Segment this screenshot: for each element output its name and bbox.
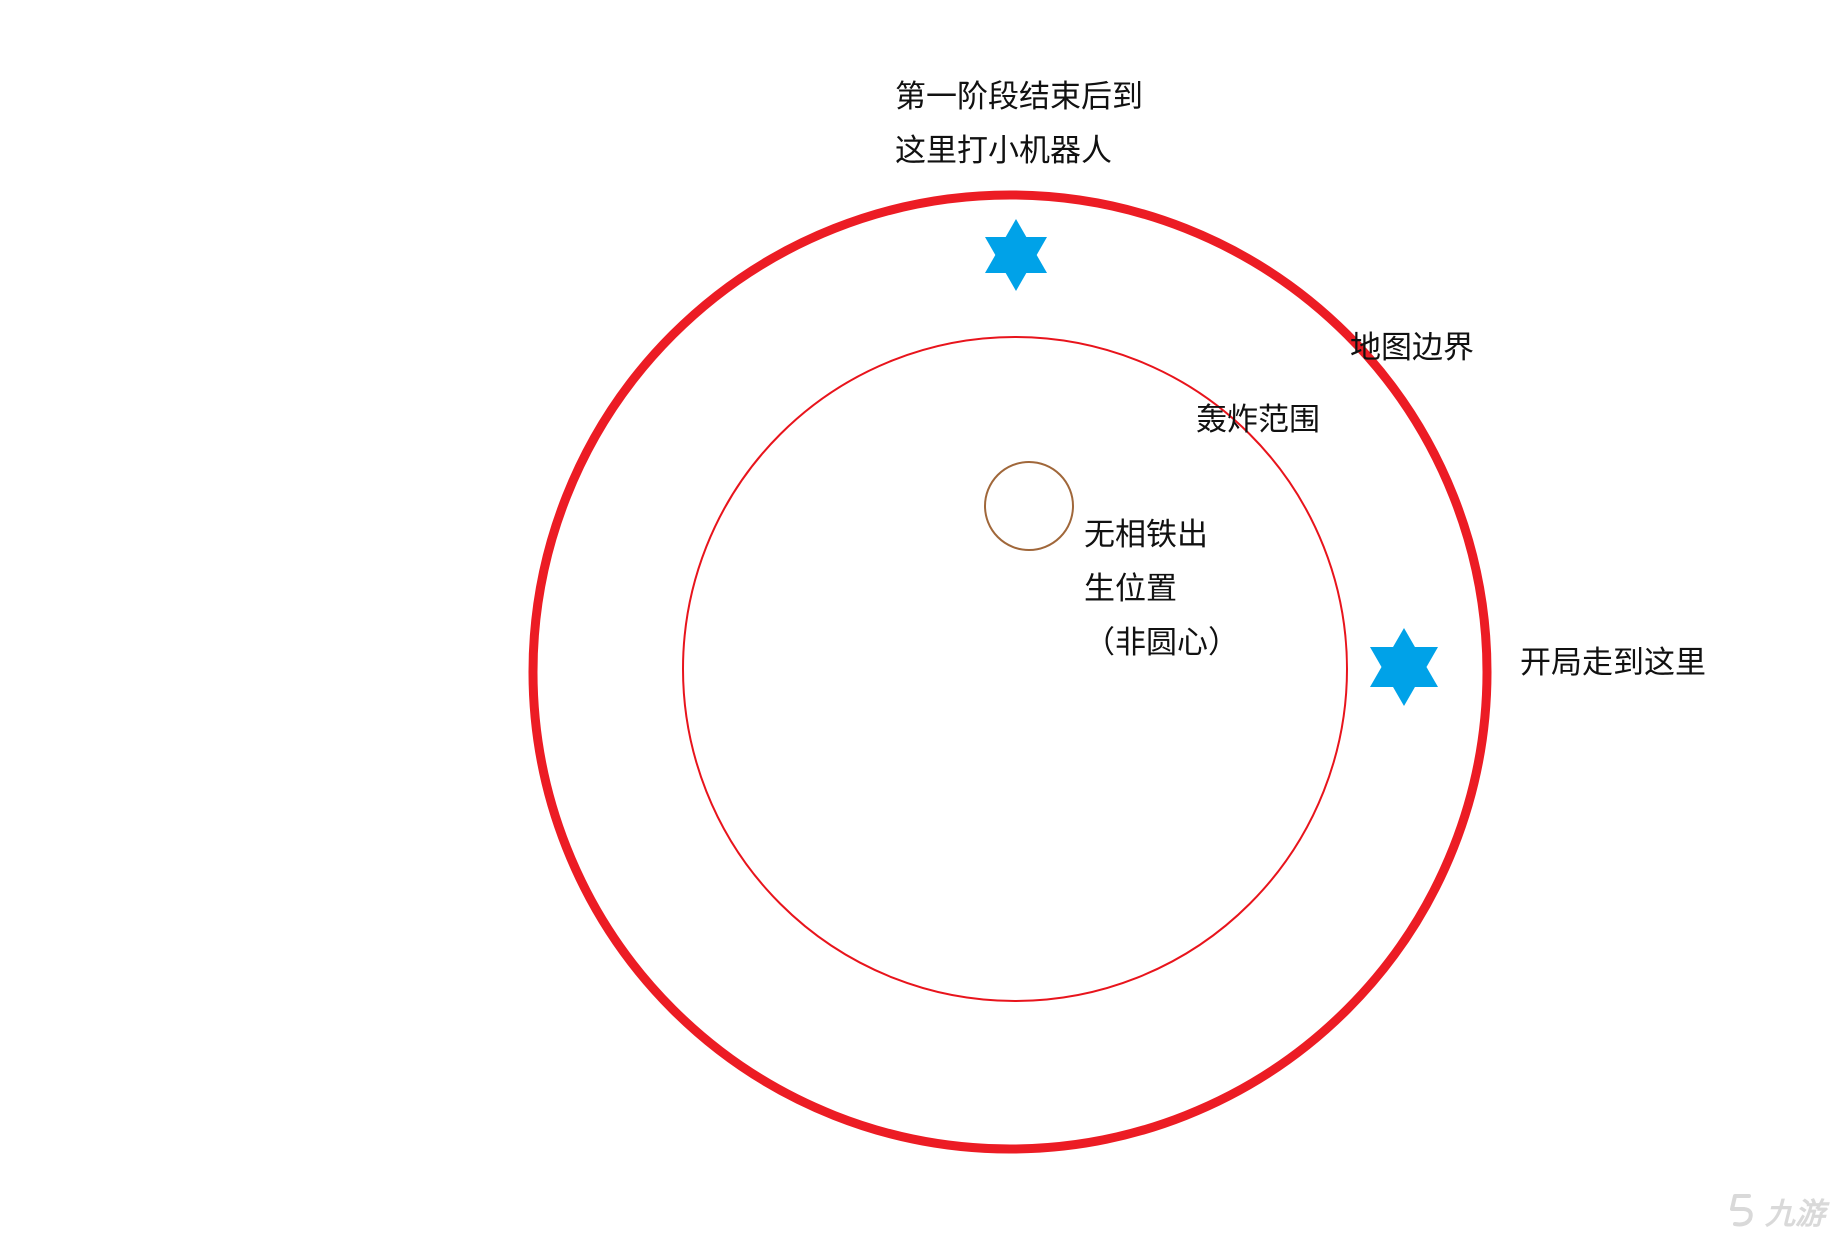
spawn-label-line3: （非圆心） xyxy=(1084,625,1239,661)
bomb-range-circle xyxy=(682,336,1348,1002)
spawn-location-circle xyxy=(984,461,1074,551)
star-of-david-icon xyxy=(1370,628,1438,706)
spawn-label-line2: 生位置 xyxy=(1084,571,1177,607)
stage-one-label-line2: 这里打小机器人 xyxy=(895,133,1112,169)
start-walk-label: 开局走到这里 xyxy=(1520,636,1706,690)
bomb-range-label: 轰炸范围 xyxy=(1196,393,1320,447)
start-walk-label-text: 开局走到这里 xyxy=(1520,645,1706,681)
spawn-label-line1: 无相铁出 xyxy=(1084,517,1208,553)
map-boundary-circle xyxy=(528,190,1492,1154)
star-of-david-icon xyxy=(985,219,1047,291)
jiuyou-logo-icon xyxy=(1730,1194,1753,1227)
spawn-location-label: 无相铁出 生位置 （非圆心） xyxy=(1084,508,1239,670)
stage-one-label-line1: 第一阶段结束后到 xyxy=(895,79,1143,115)
watermark: 九游 xyxy=(1727,1189,1825,1233)
map-boundary-label-text: 地图边界 xyxy=(1350,330,1474,366)
map-boundary-label: 地图边界 xyxy=(1350,321,1474,375)
bomb-range-label-text: 轰炸范围 xyxy=(1196,402,1320,438)
stage-one-label: 第一阶段结束后到 这里打小机器人 xyxy=(895,70,1143,178)
watermark-text: 九游 xyxy=(1765,1197,1825,1232)
